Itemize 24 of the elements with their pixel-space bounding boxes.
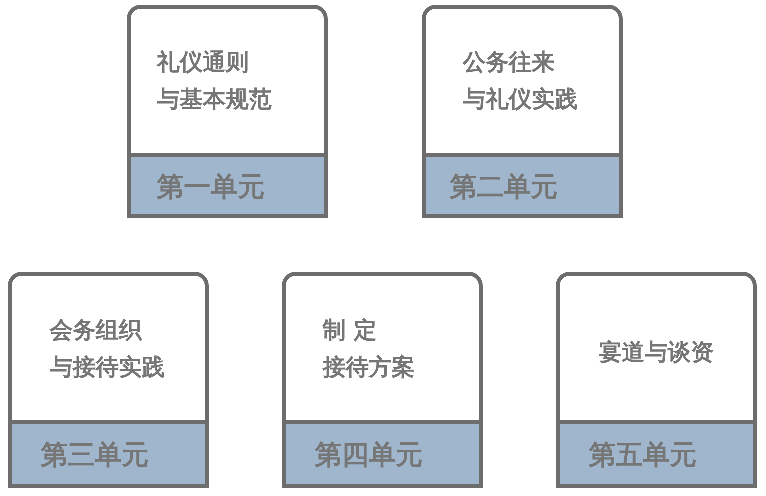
- unit-label: 第四单元: [315, 440, 423, 472]
- card-title: 与基本规范: [157, 86, 272, 115]
- card-title: 制 定: [323, 317, 378, 346]
- card-title: 与礼仪实践: [463, 86, 578, 115]
- card-title: 与接待实践: [50, 354, 165, 383]
- unit-card: [422, 5, 623, 218]
- card-title: 接待方案: [323, 354, 415, 383]
- unit-label: 第二单元: [450, 172, 558, 204]
- unit-band: [426, 153, 619, 214]
- unit-card: [8, 272, 209, 488]
- unit-card: [127, 5, 328, 218]
- unit-band: [560, 420, 753, 484]
- card-title: 公务往来: [463, 49, 555, 78]
- card-title: 会务组织: [50, 317, 142, 346]
- unit-card: [282, 272, 483, 488]
- unit-label: 第三单元: [41, 440, 149, 472]
- unit-band: [131, 153, 324, 214]
- unit-label: 第五单元: [589, 440, 697, 472]
- unit-label: 第一单元: [157, 172, 265, 204]
- unit-band: [286, 420, 479, 484]
- card-title: 宴道与谈资: [599, 338, 714, 368]
- unit-card: [556, 272, 757, 488]
- card-title: 礼仪通则: [157, 49, 249, 78]
- unit-band: [12, 420, 205, 484]
